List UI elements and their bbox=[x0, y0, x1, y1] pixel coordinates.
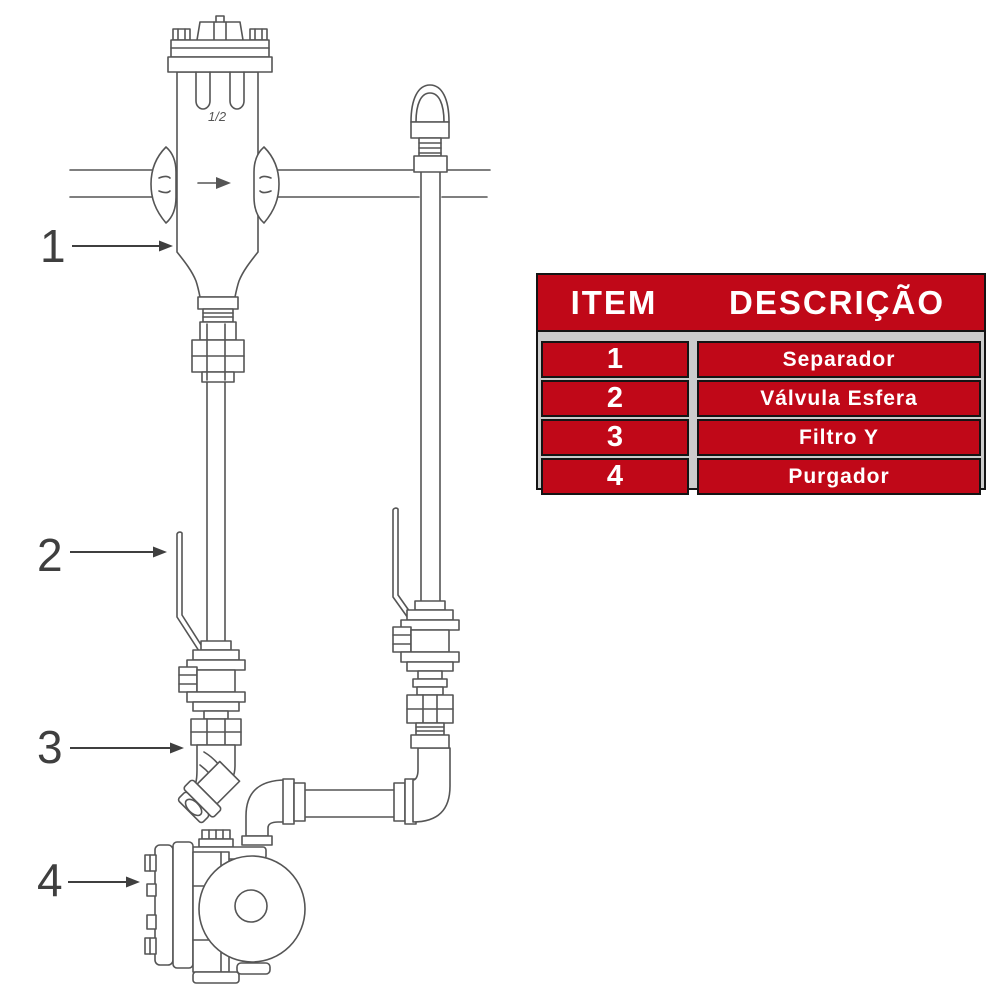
drain-drop-pipe bbox=[206, 381, 226, 642]
callout-arrow-icon bbox=[126, 876, 140, 888]
row-3-description: Filtro Y bbox=[697, 419, 981, 456]
callout-1: 1 bbox=[40, 220, 173, 272]
header-description: DESCRIÇÃO bbox=[728, 283, 946, 321]
trap-sight-circle bbox=[234, 889, 268, 923]
row-4-description: Purgador bbox=[697, 458, 981, 495]
elbow-left bbox=[245, 779, 287, 837]
callout-arrow-icon bbox=[153, 546, 167, 558]
callout-4-number: 4 bbox=[37, 854, 63, 906]
drain-union bbox=[191, 296, 245, 383]
valve-handle-right bbox=[392, 507, 418, 626]
parts-table: ITEM DESCRIÇÃO 1 Separador 2 Válvula Esf… bbox=[536, 273, 986, 495]
callout-1-number: 1 bbox=[40, 220, 66, 272]
separator-top-flange bbox=[167, 15, 273, 73]
elbow-right bbox=[412, 747, 451, 823]
row-1-description: Separador bbox=[697, 341, 981, 378]
separator-outlet-nozzle bbox=[253, 146, 280, 224]
header-item: ITEM bbox=[570, 283, 658, 321]
separator: 1/2 bbox=[150, 15, 280, 298]
ball-valve-left bbox=[176, 531, 246, 746]
callout-arrow-icon bbox=[170, 742, 184, 754]
y-strainer bbox=[177, 744, 241, 848]
row-2-description: Válvula Esfera bbox=[697, 380, 981, 417]
callout-3-number: 3 bbox=[37, 721, 63, 773]
separator-hanger-slots bbox=[195, 71, 245, 110]
table-row: 3 Filtro Y bbox=[541, 419, 981, 456]
callout-2-number: 2 bbox=[37, 529, 63, 581]
row-2-item: 2 bbox=[541, 380, 689, 417]
table-row: 1 Separador bbox=[541, 341, 981, 378]
vent-cap bbox=[410, 84, 450, 173]
table-row: 2 Válvula Esfera bbox=[541, 380, 981, 417]
outlet-riser bbox=[420, 171, 441, 602]
flow-arrow-icon bbox=[197, 177, 231, 189]
separator-inlet-nozzle bbox=[150, 146, 177, 224]
row-1-item: 1 bbox=[541, 341, 689, 378]
callout-2: 2 bbox=[37, 529, 167, 581]
valve-handle-left bbox=[176, 531, 204, 652]
callout-arrow-icon bbox=[159, 240, 173, 252]
parts-table-header: ITEM DESCRIÇÃO bbox=[538, 275, 984, 332]
steam-trap bbox=[144, 841, 306, 984]
trap-outlet-pipe bbox=[241, 747, 451, 846]
ball-valve-right bbox=[392, 507, 460, 696]
union-right bbox=[406, 694, 454, 749]
row-4-item: 4 bbox=[541, 458, 689, 495]
callout-4: 4 bbox=[37, 854, 140, 906]
steam-main-pipe bbox=[69, 169, 491, 198]
separator-size-label: 1/2 bbox=[208, 109, 227, 124]
row-3-item: 3 bbox=[541, 419, 689, 456]
table-row: 4 Purgador bbox=[541, 458, 981, 495]
callout-3: 3 bbox=[37, 721, 184, 773]
